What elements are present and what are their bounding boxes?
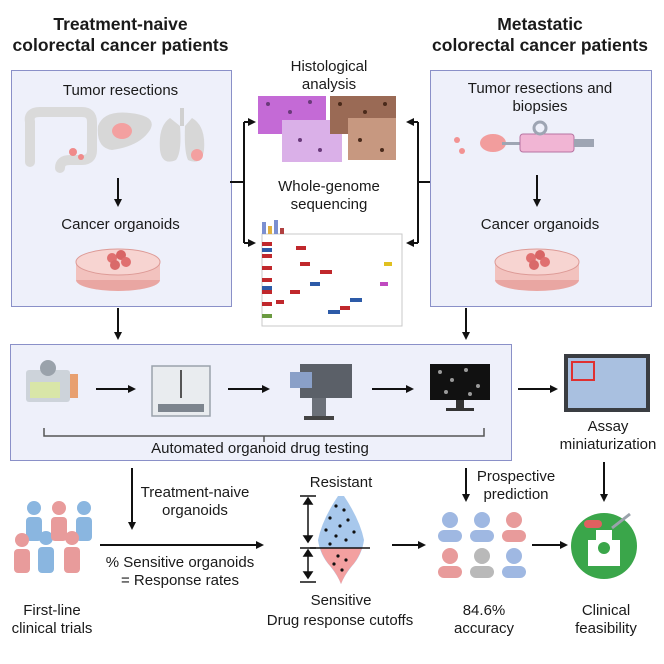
pipeline-label: Automated organoid drug testing	[151, 440, 369, 457]
accuracy-people-icon	[438, 512, 526, 578]
clinic-feasibility-icon	[571, 512, 637, 579]
monitor-icon	[430, 364, 490, 411]
liver-icon	[97, 112, 152, 150]
biopsy-icon	[454, 120, 594, 154]
liquid-dispenser-icon	[26, 360, 78, 402]
petri-dish-icon-right	[494, 248, 580, 291]
resistant-label: Resistant	[309, 474, 373, 491]
cutoffs-label: Drug response cutoffs	[266, 612, 414, 629]
right-bottom-label: Cancer organoids	[480, 216, 600, 233]
patient-group-icon	[14, 501, 92, 573]
wgs-grid	[261, 220, 403, 327]
microplate-icon	[564, 354, 650, 412]
imaging-system-icon	[290, 364, 352, 420]
petri-dish-icon	[75, 248, 161, 291]
pipeline-panel	[10, 344, 512, 461]
colon-icon	[24, 107, 97, 173]
sensitive-organoids-label: % Sensitive organoids= Response rates	[105, 554, 255, 589]
drug-response-violin	[300, 495, 370, 584]
sensitive-cutoff-label: Sensitive	[310, 592, 372, 609]
accuracy-label: 84.6%accuracy	[453, 602, 515, 637]
histology-images	[258, 96, 396, 162]
lung-icon	[159, 108, 205, 162]
pipetting-robot-icon	[151, 365, 211, 417]
left-bottom-label: Cancer organoids	[61, 216, 180, 233]
left-top-label: Tumor resections	[62, 82, 179, 99]
